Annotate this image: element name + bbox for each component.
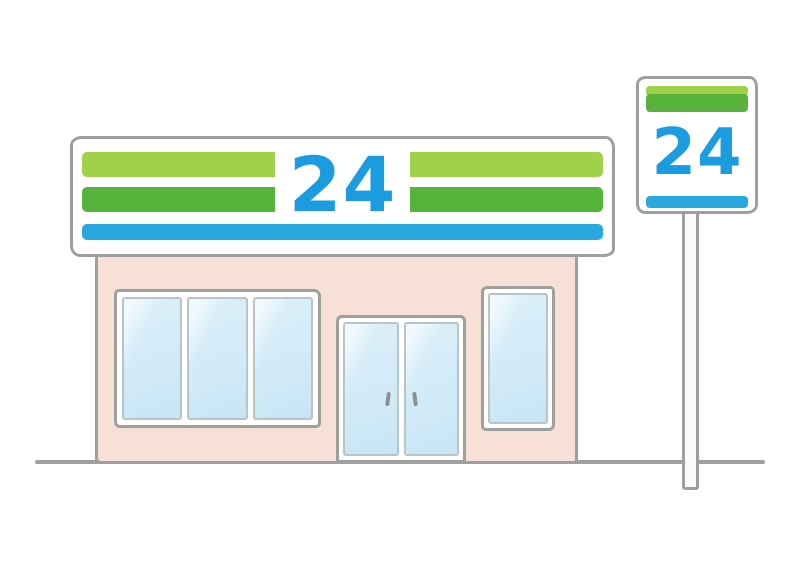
pole-sign-hours-text: 24 — [651, 116, 743, 190]
door-handle — [384, 391, 391, 407]
right-window — [481, 286, 555, 431]
storefront-sign-number-panel — [275, 144, 410, 218]
door-handle — [411, 391, 418, 407]
door-right — [403, 322, 459, 456]
window-pane — [252, 297, 313, 420]
pole-sign-stripe-green — [646, 94, 748, 112]
sign-pole — [682, 210, 699, 490]
window-pane — [122, 297, 183, 420]
door-left — [343, 322, 399, 456]
left-window — [114, 289, 321, 428]
entrance-doors — [336, 315, 466, 463]
window-pane — [488, 293, 548, 424]
storefront-stripe-blue — [82, 224, 603, 240]
storefront-hours-text: 24 — [288, 140, 397, 229]
pole-sign-stripe-light-green — [646, 86, 748, 96]
storefront-sign: 24 — [70, 136, 615, 257]
pole-sign-stripe-blue — [646, 196, 748, 208]
window-pane — [187, 297, 248, 420]
pole-sign-board: 24 — [636, 76, 758, 214]
